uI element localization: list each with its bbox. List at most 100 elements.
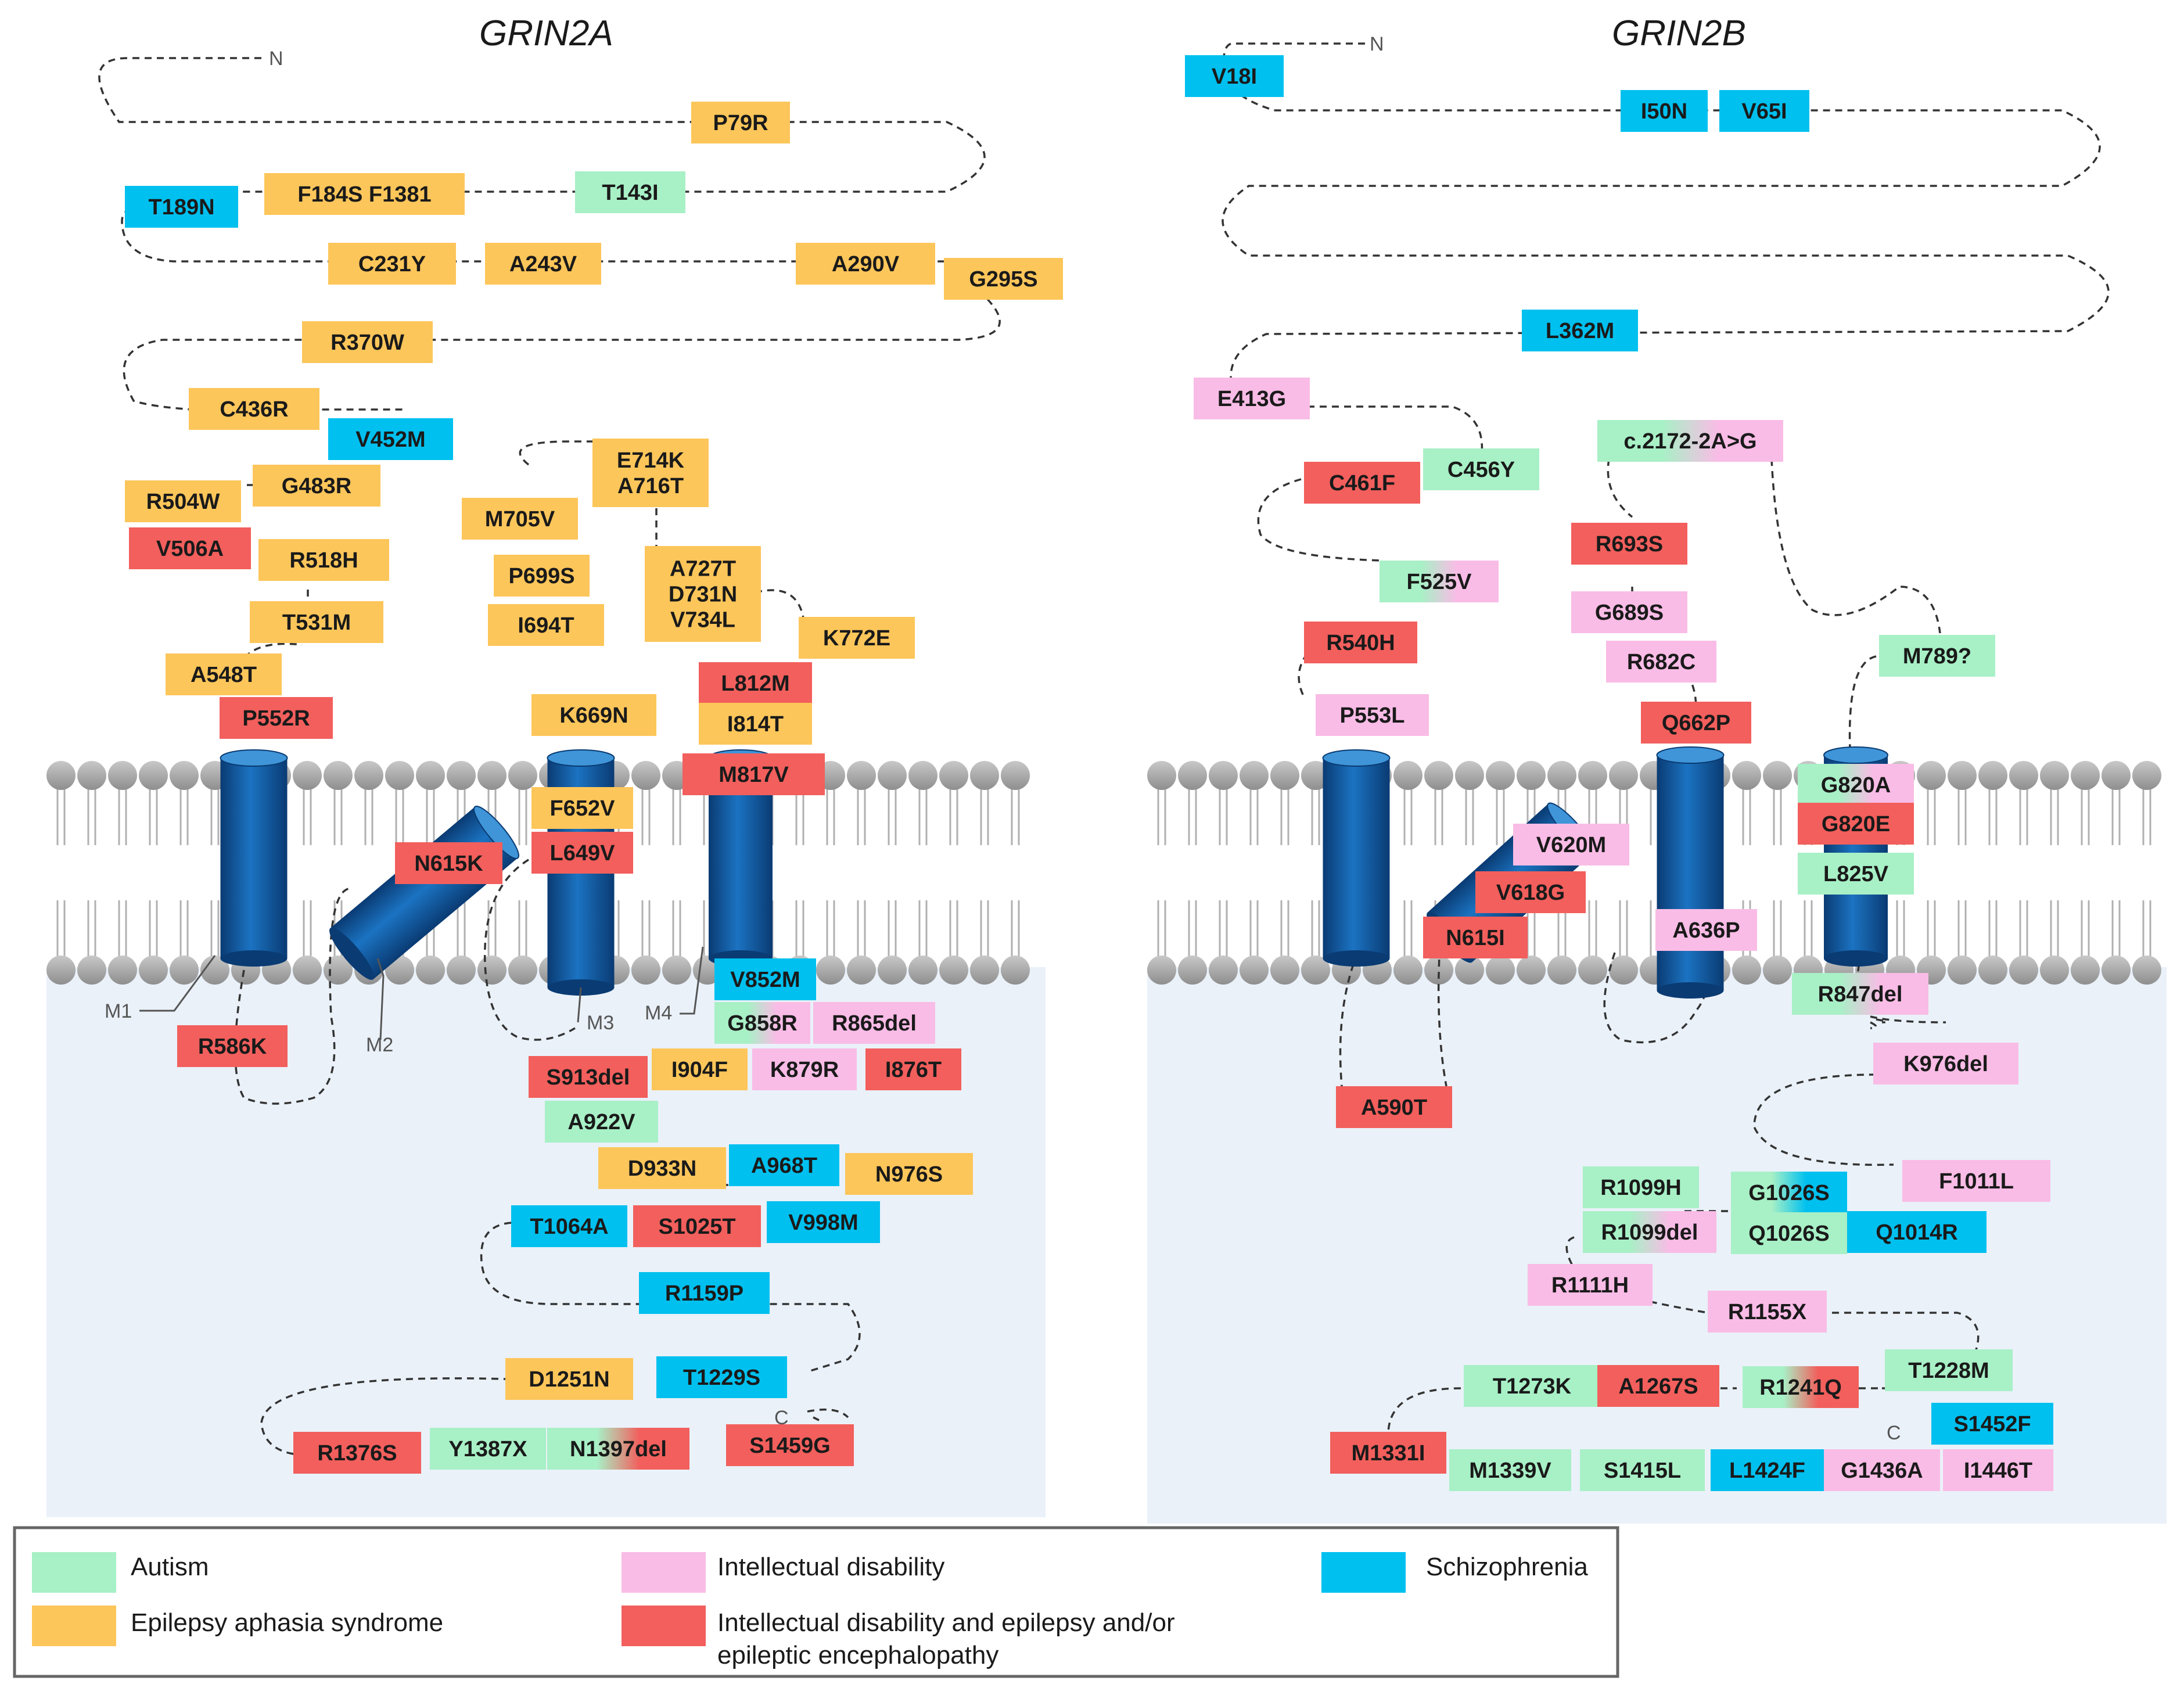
variant-text: G1026S bbox=[1748, 1181, 1829, 1205]
variant-box bbox=[485, 243, 601, 285]
variant-box bbox=[1798, 853, 1914, 895]
variant-left-a290v: A290V bbox=[796, 243, 935, 285]
variant-text: F652V bbox=[550, 796, 616, 821]
helices-grin2b bbox=[1322, 746, 1888, 999]
legend-swatch-id-epilepsy bbox=[622, 1606, 706, 1646]
variant-left-d933n: D933N bbox=[598, 1147, 726, 1189]
panel-title-grin2b: GRIN2B bbox=[1612, 13, 1746, 53]
variant-right-q1014r: Q1014R bbox=[1847, 1211, 1987, 1253]
variant-box bbox=[1522, 310, 1638, 351]
variant-box bbox=[1528, 1264, 1653, 1306]
variant-box bbox=[220, 697, 333, 739]
variant-box bbox=[1464, 1365, 1600, 1407]
variant-right-n615i: N615I bbox=[1423, 917, 1528, 958]
variant-box bbox=[253, 465, 380, 507]
variant-box bbox=[1743, 1366, 1859, 1408]
variant-box bbox=[1792, 973, 1928, 1015]
variant-text: K976del bbox=[1903, 1052, 1988, 1076]
variant-box bbox=[125, 186, 238, 228]
variant-box bbox=[1943, 1449, 2053, 1491]
variant-box bbox=[531, 787, 633, 829]
variant-box bbox=[250, 601, 383, 643]
variant-text: C461F bbox=[1329, 471, 1395, 495]
variant-box bbox=[328, 243, 456, 285]
variant-box bbox=[726, 1424, 854, 1466]
variant-box bbox=[1185, 55, 1284, 97]
variant-left-i904f: I904F bbox=[652, 1048, 748, 1090]
variant-left-i814t: I814T bbox=[699, 703, 812, 745]
variant-left-c436r: C436R bbox=[189, 388, 319, 430]
variant-text: G689S bbox=[1595, 601, 1664, 625]
variant-right-p553l: P553L bbox=[1316, 694, 1429, 736]
variant-text: T189N bbox=[148, 195, 214, 220]
variant-text: F1011L bbox=[1939, 1169, 2014, 1194]
variant-text: I904F bbox=[671, 1058, 728, 1082]
variant-box bbox=[691, 102, 790, 143]
variant-right-v18i: V18I bbox=[1185, 55, 1284, 97]
variant-right-f1011l: F1011L bbox=[1902, 1160, 2050, 1202]
variant-box bbox=[1606, 641, 1716, 683]
variant-text: A590T bbox=[1361, 1096, 1427, 1120]
variant-box bbox=[1885, 1349, 2013, 1391]
variant-box bbox=[1304, 462, 1420, 504]
legend-label-id-epilepsy: Intellectual disability and epilepsy and… bbox=[717, 1608, 1175, 1669]
variant-right-c-2172-2a-g: c.2172-2A>G bbox=[1597, 420, 1783, 462]
variant-right-e413g: E413G bbox=[1194, 378, 1310, 419]
variant-text: A636P bbox=[1672, 918, 1740, 943]
variant-right-l362m: L362M bbox=[1522, 310, 1638, 351]
variant-text: N615K bbox=[414, 852, 483, 876]
variant-right-r540h: R540H bbox=[1304, 622, 1417, 663]
legend-swatch-autism bbox=[32, 1552, 116, 1593]
variant-box bbox=[1583, 1166, 1699, 1208]
variant-left-t189n: T189N bbox=[125, 186, 238, 228]
variant-box bbox=[633, 1205, 761, 1247]
variant-right-g820e: G820E bbox=[1798, 803, 1914, 845]
variant-text: C231Y bbox=[358, 252, 426, 276]
variant-text: R865del bbox=[832, 1011, 917, 1036]
variant-box bbox=[1597, 1365, 1719, 1407]
variant-text: D1251N bbox=[529, 1367, 609, 1392]
variant-left-r518h: R518H bbox=[258, 539, 389, 581]
variant-left-g858r: G858R bbox=[714, 1002, 810, 1044]
variant-left-s1025t: S1025T bbox=[633, 1205, 761, 1247]
variant-left-v452m: V452M bbox=[328, 418, 453, 460]
variant-right-l1424f: L1424F bbox=[1711, 1449, 1824, 1491]
variant-text: Q1014R bbox=[1876, 1220, 1958, 1245]
variant-text: K669N bbox=[559, 703, 628, 728]
variant-right-t1273k: T1273K bbox=[1464, 1365, 1600, 1407]
variant-right-l825v: L825V bbox=[1798, 853, 1914, 895]
variant-left-v852m: V852M bbox=[714, 958, 816, 1000]
variant-text: R1099del bbox=[1601, 1220, 1698, 1245]
variant-text: P553L bbox=[1340, 703, 1405, 728]
variant-right-m789-: M789? bbox=[1879, 635, 1995, 677]
variant-text: P699S bbox=[508, 564, 574, 588]
helix-label-m1: M1 bbox=[105, 1000, 132, 1022]
variant-right-c461f: C461F bbox=[1304, 462, 1420, 504]
variant-text: Q662P bbox=[1662, 711, 1730, 735]
legend-label-schizophrenia: Schizophrenia bbox=[1426, 1553, 1588, 1581]
variant-box bbox=[293, 1432, 421, 1474]
variant-box bbox=[1571, 591, 1687, 633]
variant-text: R682C bbox=[1627, 650, 1696, 674]
variant-right-r1111h: R1111H bbox=[1528, 1264, 1653, 1306]
variant-left-g483r: G483R bbox=[253, 465, 380, 507]
variant-right-g820a: G820A bbox=[1798, 764, 1914, 806]
variant-text: M705V bbox=[485, 507, 555, 531]
variant-right-a1267s: A1267S bbox=[1597, 1365, 1719, 1407]
variant-left-k879r: K879R bbox=[752, 1048, 857, 1090]
variant-right-s1452f: S1452F bbox=[1931, 1403, 2053, 1445]
variant-text: V852M bbox=[730, 968, 800, 992]
variant-right-v620m: V620M bbox=[1513, 824, 1629, 865]
variant-left-t1064a: T1064A bbox=[511, 1205, 627, 1247]
variant-right-i50n: I50N bbox=[1621, 90, 1708, 132]
variant-box bbox=[395, 842, 502, 884]
variant-text: T143I bbox=[602, 181, 658, 205]
variant-box bbox=[511, 1205, 627, 1247]
variant-text: V620M bbox=[1536, 833, 1606, 857]
variant-text: R1159P bbox=[665, 1281, 743, 1306]
variant-text: L812M bbox=[721, 671, 789, 696]
variant-box bbox=[1194, 378, 1310, 419]
